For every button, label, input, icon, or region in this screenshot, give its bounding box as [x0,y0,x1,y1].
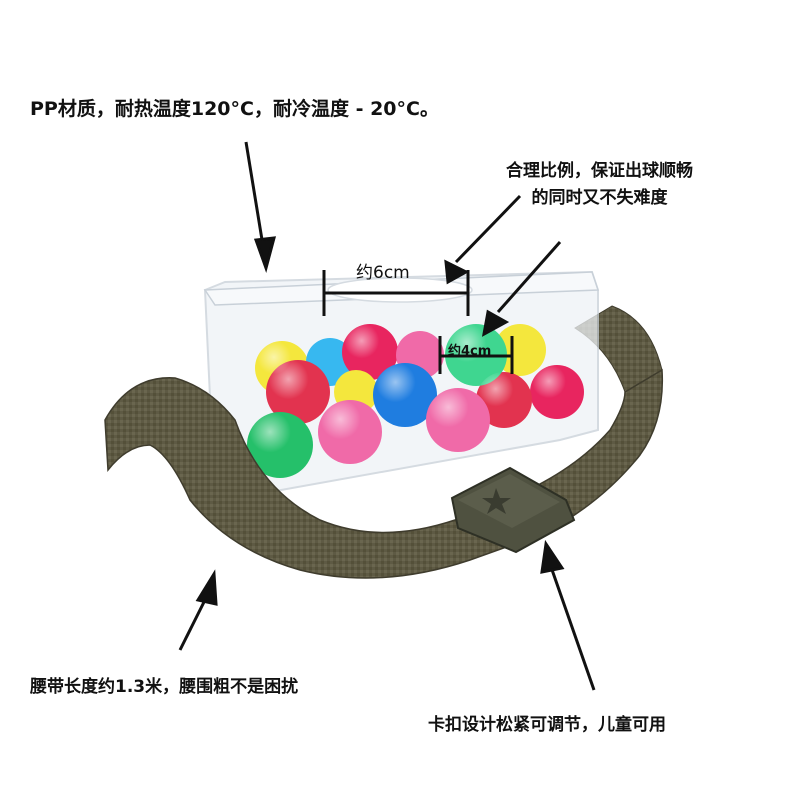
arrow-buckle [548,563,596,691]
ratio-line-2: 的同时又不失难度 [531,188,668,208]
belt-buckle [450,466,576,554]
ratio-annotation: 合理比例，保证出球顺畅 的同时又不失难度 [506,158,693,212]
arrows [178,141,596,691]
colorful-balls [247,324,584,478]
material-annotation: PP材质，耐热温度120°C，耐冷温度 - 20°C。 [30,98,439,120]
belt-annotation: 腰带长度约1.3米，腰围粗不是困扰 [30,677,299,697]
ratio-line-1: 合理比例，保证出球顺畅 [506,161,693,181]
ball-dimension-label: 约4cm [448,344,492,359]
ball [494,324,546,376]
dimension-4cm [438,336,514,374]
buckle-annotation: 卡扣设计松紧可调节，儿童可用 [428,715,666,735]
arrow-ball [496,241,562,313]
star-icon [482,488,511,514]
arrow-opening [454,194,522,264]
arrow-belt [178,597,208,651]
dimension-6cm [322,270,470,316]
opening-dimension-label: 约6cm [356,263,410,283]
arrow-material [244,141,266,253]
